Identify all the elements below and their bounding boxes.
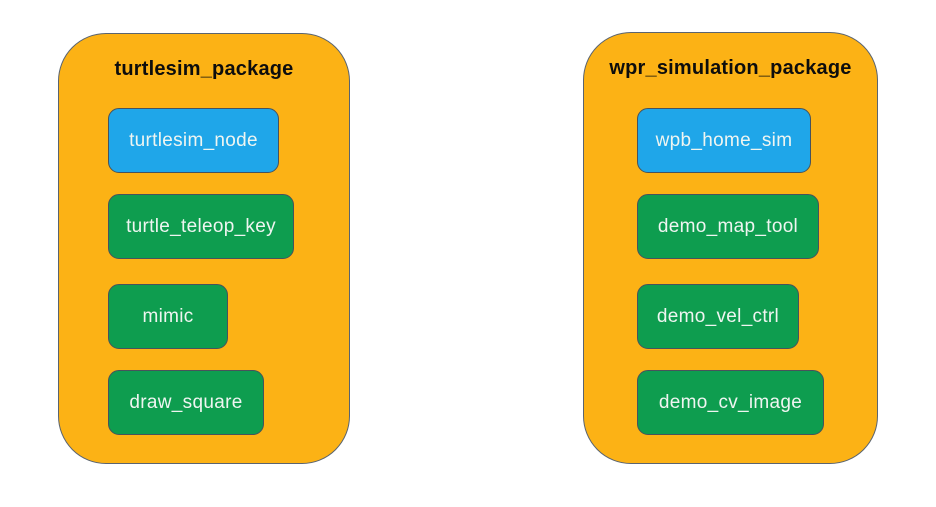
node-wpb-home-sim: wpb_home_sim [637,108,811,173]
package-box-turtlesim: turtlesim_package turtlesim_node turtle_… [58,33,350,464]
node-mimic: mimic [108,284,228,349]
package-box-wpr-simulation: wpr_simulation_package wpb_home_sim demo… [583,32,878,464]
node-demo-vel-ctrl: demo_vel_ctrl [637,284,799,349]
node-turtlesim-node: turtlesim_node [108,108,279,173]
package-title: turtlesim_package [114,58,294,80]
node-draw-square: draw_square [108,370,264,435]
node-demo-map-tool: demo_map_tool [637,194,819,259]
node-turtle-teleop-key: turtle_teleop_key [108,194,294,259]
package-title: wpr_simulation_package [609,57,852,79]
node-demo-cv-image: demo_cv_image [637,370,824,435]
